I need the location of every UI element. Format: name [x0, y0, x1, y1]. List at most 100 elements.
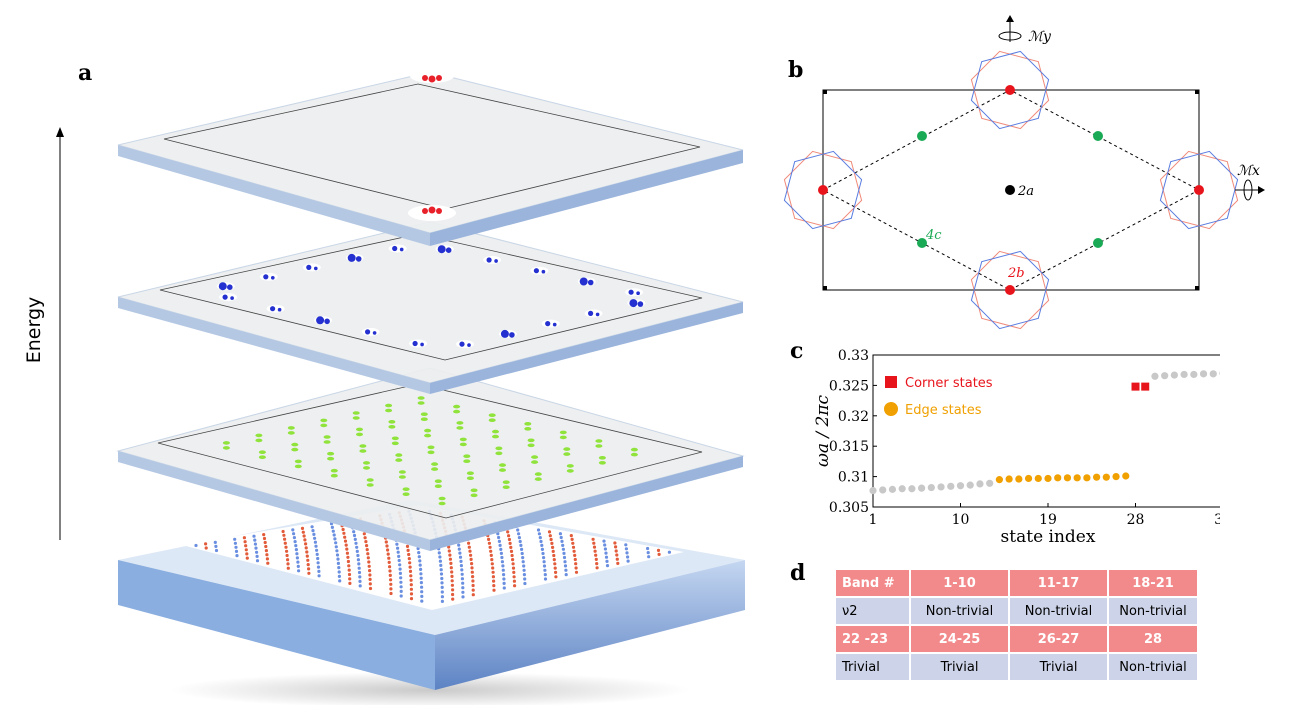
lattice-point	[518, 539, 522, 544]
lattice-point	[509, 549, 514, 554]
lattice-point	[547, 530, 552, 534]
lattice-point	[561, 547, 566, 551]
site-2b-bottom	[1005, 285, 1015, 295]
bulk-state-point	[1209, 370, 1217, 378]
lattice-point	[358, 579, 362, 584]
bulk-mode	[395, 453, 403, 457]
edge-state-point	[1044, 474, 1052, 483]
lattice-point	[330, 525, 334, 530]
bulk-mode	[563, 447, 571, 451]
lattice-point	[347, 572, 352, 577]
lattice-point	[595, 562, 599, 566]
bulk-mode	[356, 432, 363, 437]
lattice-point	[523, 581, 527, 586]
y-tick-label: 0.32	[838, 409, 869, 425]
lattice-point	[357, 570, 362, 575]
lattice-point	[333, 537, 337, 541]
lattice-point	[553, 562, 557, 566]
bulk-mode	[359, 449, 367, 453]
x-tick-label: 37	[1214, 512, 1220, 528]
lattice-point	[204, 546, 208, 550]
bulk-mode	[258, 455, 266, 460]
lattice-point	[490, 562, 494, 566]
lattice-point	[625, 551, 629, 555]
bulk-mode	[385, 403, 393, 408]
lattice-point	[573, 557, 577, 562]
bulk-mode	[527, 438, 535, 443]
lattice-point	[501, 564, 505, 568]
table-cell: Non-trivial	[1109, 598, 1197, 624]
lattice-point	[471, 579, 475, 583]
lattice-point	[459, 564, 463, 568]
hexagon-rotor	[783, 150, 863, 230]
bulk-mode	[559, 435, 567, 440]
bulk-state-point	[976, 480, 984, 488]
bulk-states	[222, 396, 638, 506]
lattice-point	[513, 584, 517, 588]
lattice-point	[488, 545, 492, 549]
lattice-point	[408, 561, 412, 565]
lattice-point	[397, 554, 401, 559]
bulk-mode	[595, 439, 603, 443]
lattice-point	[538, 536, 542, 540]
lattice-point	[614, 549, 618, 553]
lattice-point	[347, 564, 351, 568]
hexagon-rotor	[970, 50, 1050, 130]
lattice-point	[439, 572, 444, 576]
lattice-point	[501, 568, 505, 572]
bulk-mode	[431, 467, 439, 471]
lattice-point	[467, 545, 471, 549]
lattice-point	[470, 566, 474, 570]
bulk-state-point	[898, 485, 906, 493]
lattice-point	[507, 534, 511, 538]
lattice-point	[306, 558, 310, 562]
corner-state-point	[1131, 382, 1140, 391]
bulk-mode	[395, 458, 403, 462]
lattice-point	[204, 542, 208, 546]
lattice-point	[440, 581, 444, 585]
bulk-state-point	[927, 483, 935, 492]
lattice-point	[516, 528, 520, 532]
bulk-mode	[287, 431, 295, 435]
lattice-point	[559, 535, 563, 540]
edge-mode-glow	[483, 256, 502, 264]
lattice-point	[357, 562, 361, 566]
lattice-point	[471, 593, 475, 597]
lattice-point	[292, 536, 296, 540]
label-mirror-y: ℳy	[1028, 29, 1052, 45]
edge-mode-glow	[259, 272, 278, 281]
edge-mode	[412, 340, 418, 347]
lattice-point	[451, 592, 455, 597]
hexagon-rotor	[970, 250, 1050, 330]
lattice-point	[438, 559, 442, 563]
lattice-point	[409, 574, 413, 578]
lattice-point	[243, 540, 247, 544]
lattice-point	[605, 559, 609, 564]
lattice-point	[266, 561, 270, 565]
lattice-point	[368, 573, 372, 577]
lattice-point	[347, 568, 351, 572]
bulk-state-point	[888, 485, 897, 493]
bulk-mode	[327, 456, 335, 461]
hexagon-rotor	[1159, 150, 1239, 230]
lattice-point	[624, 547, 629, 551]
lattice-point	[387, 560, 391, 565]
lattice-point	[542, 556, 546, 560]
lattice-point	[345, 547, 349, 551]
edge-mode	[459, 341, 465, 347]
lattice-point	[283, 541, 287, 545]
lattice-point	[604, 551, 608, 555]
lattice-point	[317, 569, 321, 574]
lattice-point	[254, 546, 258, 550]
lattice-point	[399, 594, 403, 598]
lattice-point	[417, 555, 421, 559]
lattice-point	[396, 550, 400, 554]
edge-mode-glow	[219, 293, 238, 302]
lattice-point	[294, 548, 298, 552]
lattice-point	[335, 553, 340, 557]
edge-mode	[372, 331, 377, 335]
lattice-point	[512, 579, 517, 583]
lattice-point	[457, 543, 461, 547]
lattice-point	[398, 571, 402, 576]
bulk-mode	[524, 422, 532, 426]
